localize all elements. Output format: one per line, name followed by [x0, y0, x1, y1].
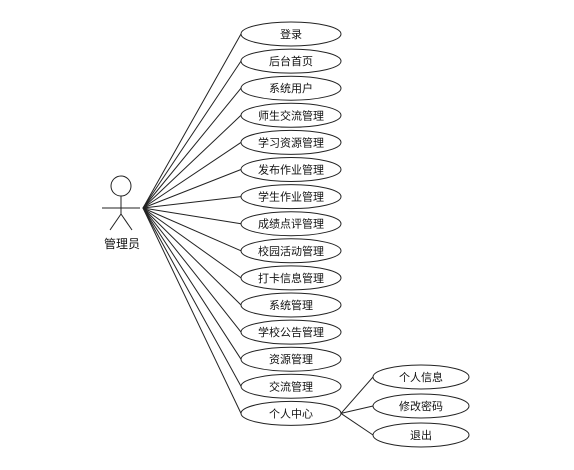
association-line	[142, 33, 242, 209]
association-line	[142, 207, 242, 333]
use-case-label: 校园活动管理	[258, 244, 324, 258]
use-case-ellipse	[240, 184, 342, 210]
association-line	[142, 207, 242, 414]
use-case: 师生交流管理	[240, 102, 342, 128]
association-line	[142, 169, 242, 209]
use-case-ellipse	[240, 75, 342, 101]
actor-left-leg	[109, 213, 122, 231]
association-line	[142, 207, 242, 279]
association-line	[142, 114, 242, 209]
sub-use-case-ellipse	[372, 393, 470, 419]
use-case-label: 系统用户	[269, 81, 313, 95]
use-case-label: 资源管理	[269, 352, 313, 366]
use-case: 学习资源管理	[240, 129, 342, 155]
use-case: 个人中心	[240, 400, 342, 426]
use-case-ellipse	[240, 238, 342, 264]
association-line	[142, 207, 242, 252]
use-case-label: 学生作业管理	[258, 190, 324, 204]
association-line	[142, 141, 242, 209]
use-case: 打卡信息管理	[240, 265, 342, 291]
use-case-nodes: 登录后台首页系统用户师生交流管理学习资源管理发布作业管理学生作业管理成绩点评管理…	[240, 21, 342, 426]
use-case-label: 系统管理	[269, 298, 313, 312]
use-case: 系统管理	[240, 292, 342, 318]
use-case: 学校公告管理	[240, 319, 342, 345]
include-line	[340, 376, 374, 414]
sub-use-case-label: 修改密码	[399, 399, 443, 413]
use-case-label: 发布作业管理	[258, 163, 324, 177]
use-case-ellipse	[240, 265, 342, 291]
use-case-ellipse	[240, 400, 342, 426]
use-case: 学生作业管理	[240, 184, 342, 210]
use-case-label: 个人中心	[269, 407, 313, 420]
association-line	[142, 207, 242, 306]
use-case: 资源管理	[240, 346, 342, 372]
include-line	[340, 405, 374, 414]
include-line	[340, 412, 374, 436]
use-case-label: 打卡信息管理	[258, 271, 324, 285]
use-case-label: 登录	[280, 27, 302, 41]
use-case: 发布作业管理	[240, 157, 342, 182]
actor-right-leg	[120, 213, 133, 231]
use-case-ellipse	[240, 211, 342, 237]
use-case-ellipse	[240, 21, 342, 47]
sub-use-case: 修改密码	[372, 393, 470, 419]
use-case-ellipse	[240, 157, 342, 182]
use-case: 交流管理	[240, 373, 342, 399]
use-case-ellipse	[240, 319, 342, 345]
use-case: 后台首页	[240, 48, 342, 74]
sub-use-case-label: 退出	[410, 428, 432, 442]
use-case-label: 成绩点评管理	[258, 217, 324, 231]
use-case-ellipse	[240, 48, 342, 74]
use-case: 系统用户	[240, 75, 342, 101]
use-case-label: 师生交流管理	[258, 108, 324, 122]
sub-use-case: 退出	[372, 422, 470, 448]
use-case: 成绩点评管理	[240, 211, 342, 237]
use-case: 登录	[240, 21, 342, 47]
sub-use-case-label: 个人信息	[399, 370, 443, 384]
use-case-ellipse	[240, 373, 342, 399]
association-line	[142, 207, 242, 387]
sub-use-case-ellipse	[372, 364, 470, 390]
sub-use-case: 个人信息	[372, 364, 470, 390]
association-line	[142, 60, 242, 209]
use-case-label: 学校公告管理	[258, 325, 324, 339]
use-case-label: 后台首页	[269, 54, 313, 68]
use-case: 校园活动管理	[240, 238, 342, 264]
use-case-ellipse	[240, 346, 342, 372]
association-lines	[142, 33, 374, 436]
actor-administrator: 管理员	[102, 175, 140, 251]
association-line	[142, 207, 242, 360]
sub-use-case-ellipse	[372, 422, 470, 448]
association-line	[142, 207, 242, 225]
actor-label: 管理员	[104, 236, 140, 251]
use-case-label: 交流管理	[269, 379, 313, 393]
use-case-ellipse	[240, 292, 342, 318]
actor-head	[110, 175, 132, 197]
association-line	[142, 196, 242, 209]
use-case-label: 学习资源管理	[258, 135, 324, 149]
use-case-ellipse	[240, 129, 342, 155]
use-case-ellipse	[240, 102, 342, 128]
association-line	[142, 87, 242, 209]
